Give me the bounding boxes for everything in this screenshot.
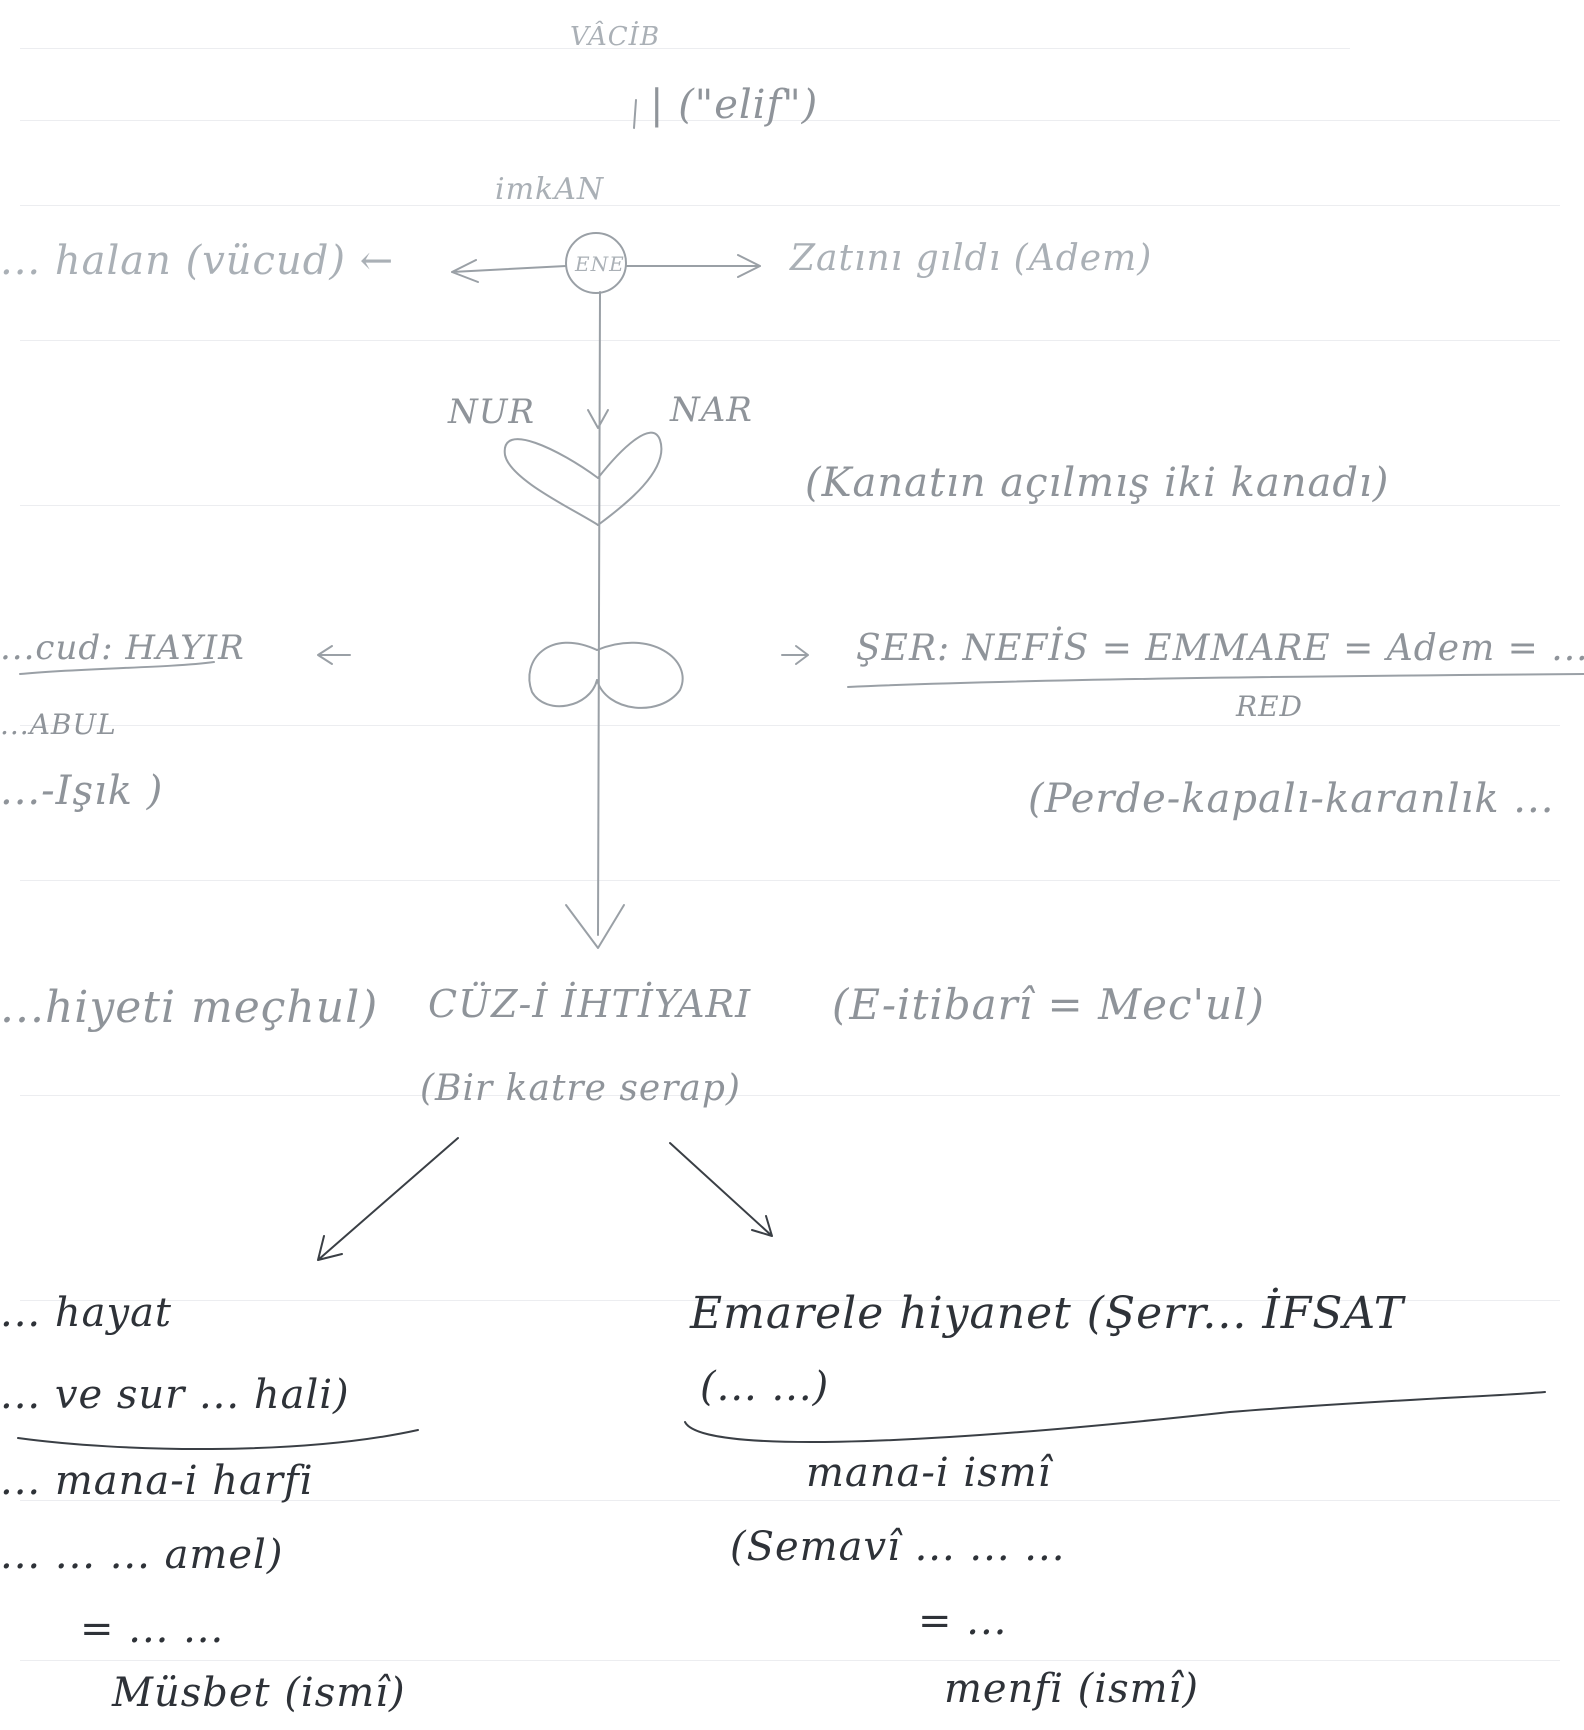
- nur-label: NUR: [448, 392, 536, 432]
- left-side-paren: ...-Işık ): [0, 768, 164, 814]
- vacib-label: VÂCİB: [570, 22, 661, 52]
- page-rule: [20, 1660, 1560, 1661]
- page-rule: [20, 340, 1560, 341]
- page-rule: [20, 880, 1560, 881]
- left-list-line-5: = ... ...: [80, 1606, 225, 1652]
- right-list-line-4: (Semavî ... ... ...: [730, 1524, 1066, 1570]
- page-rule: [20, 1095, 1560, 1096]
- right-list-brace: [684, 1391, 1546, 1444]
- right-list-line-3: mana-i ismî: [806, 1450, 1052, 1496]
- right-branch-text: Zatını gıldı (Adem): [790, 238, 1153, 279]
- page-rule: [20, 120, 1560, 121]
- left-list-line-2: ... ve sur ... hali): [0, 1372, 350, 1418]
- branch-arrow-left: [317, 1137, 459, 1261]
- page-rule: [20, 725, 1560, 726]
- axis-arrowhead-lower: [565, 904, 625, 949]
- red-label: RED: [1236, 690, 1303, 723]
- left-branch-text: ... halan (vücud) ←: [0, 238, 395, 284]
- branch-arrow-right: [669, 1142, 773, 1237]
- right-list-line-6: menfi (ismî): [944, 1666, 1199, 1712]
- left-list-brace: [17, 1429, 419, 1451]
- right-underline: [847, 673, 1584, 688]
- ene-label: ENE: [575, 252, 625, 276]
- small-right-arrow: [781, 645, 809, 665]
- lobe-right-icon: [596, 641, 684, 709]
- page-rule: [20, 1300, 1560, 1301]
- page-rule: [20, 48, 1350, 49]
- small-left-arrow: [317, 645, 351, 665]
- right-side-text: ŞER: NEFİS = EMMARE = Adem = ...: [856, 628, 1584, 669]
- right-list-line-5: = ...: [918, 1598, 1008, 1644]
- wing-left-icon: [503, 438, 599, 526]
- left-list-line-4: ... ... ... amel): [0, 1532, 284, 1578]
- left-side-text: ...cud: HAYIR: [0, 628, 245, 668]
- left-list-line-1: ... hayat: [0, 1290, 172, 1336]
- imkan-label: imkAN: [495, 172, 605, 207]
- wings-caption: (Kanatın açılmış iki kanadı): [805, 460, 1390, 506]
- left-partial-text: ...hiyeti meçhul): [0, 982, 379, 1033]
- right-list-line-1: Emarele hiyanet (Şerr... İFSAT: [690, 1288, 1405, 1339]
- page-rule: [20, 205, 1560, 206]
- nar-label: NAR: [670, 390, 753, 430]
- lobe-left-icon: [528, 641, 598, 708]
- left-brace-underline: [19, 661, 215, 675]
- ene-circle: [565, 232, 627, 294]
- left-side-subtext: ...ABUL: [0, 708, 117, 741]
- vertical-axis-line: [597, 291, 601, 936]
- elif-label: | ("elif"): [650, 82, 819, 128]
- itibari-text: (E-itibarî = Mec'ul): [832, 980, 1265, 1029]
- page-rule: [20, 505, 1560, 506]
- elif-stroke: [633, 99, 637, 129]
- page-rule: [20, 1500, 1560, 1501]
- cuz-i-ihtiyari-label: CÜZ-İ İHTİYARI: [428, 982, 752, 1026]
- wing-right-icon: [597, 431, 663, 526]
- left-arrow: [451, 259, 567, 283]
- left-list-line-6: Müsbet (ismî): [112, 1670, 406, 1716]
- bir-katre-serap: (Bir katre serap): [420, 1068, 741, 1109]
- axis-arrowhead-upper: [587, 409, 609, 429]
- left-list-line-3: ... mana-i harfi: [0, 1458, 314, 1504]
- right-side-paren: (Perde-kapalı-karanlık ...: [1028, 776, 1555, 822]
- right-list-line-2: (... ...): [700, 1364, 830, 1410]
- right-arrow: [625, 254, 761, 278]
